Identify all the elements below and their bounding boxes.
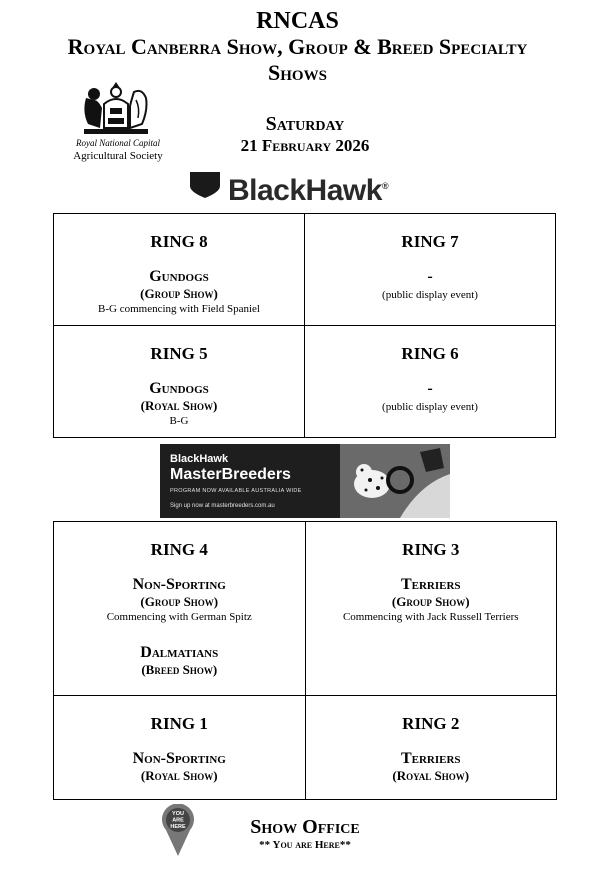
ring-2-show: (Royal Show) xyxy=(392,768,470,783)
event-title-line2: Shows xyxy=(268,60,327,85)
ring-3-cell: RING 3 Terriers (Group Show) Commencing … xyxy=(304,521,557,696)
event-full-date: 21 February 2026 xyxy=(240,136,370,155)
event-date: Saturday 21 February 2026 xyxy=(200,113,410,157)
ring-4-breed-show: (Breed Show) xyxy=(141,662,218,677)
logo-text-line2: Agricultural Society xyxy=(73,150,163,162)
blackhawk-shield-icon xyxy=(190,172,220,198)
rncas-logo: Royal National Capital Agricultural Soci… xyxy=(58,78,178,170)
ring-2-label: RING 2 xyxy=(402,714,460,733)
ring-4-show: (Group Show) xyxy=(140,594,219,609)
ring-5-note: B-G xyxy=(169,415,189,427)
ring-1-label: RING 1 xyxy=(150,714,208,733)
ring-3-note: Commencing with Jack Russell Terriers xyxy=(342,611,519,623)
ring-1-cell: RING 1 Non-Sporting (Royal Show) xyxy=(53,695,306,800)
ring-8-group: Gundogs xyxy=(149,268,209,285)
event-title-line1: Royal Canberra Show, Group & Breed Speci… xyxy=(67,34,528,59)
ring-5-cell: RING 5 Gundogs (Royal Show) B-G xyxy=(53,325,305,438)
masterbreeders-banner: BlackHawk MasterBreeders PROGRAM NOW AVA… xyxy=(160,444,450,518)
ring-6-note: (public display event) xyxy=(382,401,478,413)
ring-5-group: Gundogs xyxy=(149,380,209,397)
brand-name: BlackHawk xyxy=(228,174,382,207)
ring-1-show: (Royal Show) xyxy=(140,768,218,783)
banner-title: MasterBreeders xyxy=(170,466,291,483)
show-office-note: ** You are Here** xyxy=(259,839,351,851)
ring-7-dash: - xyxy=(427,268,433,285)
event-day: Saturday xyxy=(265,113,345,135)
ring-8-note: B-G commencing with Field Spaniel xyxy=(98,303,260,315)
ring-5-label: RING 5 xyxy=(150,344,208,363)
ring-7-note: (public display event) xyxy=(382,289,478,301)
ring-7-cell: RING 7 - (public display event) xyxy=(304,213,556,326)
ring-5-show: (Royal Show) xyxy=(140,398,218,413)
logo-text-line1: Royal National Capital xyxy=(75,138,160,148)
ring-6-label: RING 6 xyxy=(401,344,459,363)
banner-brand: BlackHawk xyxy=(170,453,229,465)
show-office-title: Show Office xyxy=(250,816,360,838)
ring-8-label: RING 8 xyxy=(150,232,208,251)
pin-text-here: HERE xyxy=(170,824,186,830)
rings-grid-bottom: RING 4 Non-Sporting (Group Show) Commenc… xyxy=(53,521,557,800)
ring-1-group: Non-Sporting xyxy=(132,750,226,767)
ring-4-group: Non-Sporting xyxy=(132,576,226,593)
ring-8-cell: RING 8 Gundogs (Group Show) B-G commenci… xyxy=(53,213,305,326)
pin-text-are: ARE xyxy=(172,818,184,824)
ring-4-cell: RING 4 Non-Sporting (Group Show) Commenc… xyxy=(53,521,306,696)
show-office: Show Office ** You are Here** xyxy=(200,816,410,852)
ring-4-label: RING 4 xyxy=(150,540,208,559)
banner-program-line: PROGRAM NOW AVAILABLE AUSTRALIA WIDE xyxy=(170,488,302,494)
rncas-crest-icon xyxy=(84,82,148,134)
ring-7-label: RING 7 xyxy=(401,232,459,251)
dog-photo-icon xyxy=(340,444,450,518)
banner-text-panel xyxy=(160,444,350,518)
ring-3-label: RING 3 xyxy=(402,540,460,559)
page-header: RNCAS Royal Canberra Show, Group & Breed… xyxy=(0,8,595,86)
ring-3-group: Terriers xyxy=(400,576,461,593)
banner-signup-line: Sign up now at masterbreeders.com.au xyxy=(170,503,275,509)
ring-3-show: (Group Show) xyxy=(391,594,470,609)
ring-2-cell: RING 2 Terriers (Royal Show) xyxy=(304,695,557,800)
org-title: RNCAS xyxy=(256,8,339,34)
location-pin-icon: YOU ARE HERE xyxy=(162,804,194,856)
rings-grid-top: RING 8 Gundogs (Group Show) B-G commenci… xyxy=(53,213,556,438)
ring-6-dash: - xyxy=(427,380,433,397)
ring-2-group: Terriers xyxy=(400,750,461,767)
blackhawk-wordmark: BlackHawk® xyxy=(228,168,389,209)
pin-text-you: YOU xyxy=(172,811,184,817)
ring-4-breed: Dalmatians xyxy=(140,644,219,661)
blackhawk-logo: BlackHawk® xyxy=(190,168,420,207)
brand-mark: ® xyxy=(381,181,389,191)
ring-8-show: (Group Show) xyxy=(140,286,218,301)
ring-4-note: Commencing with German Spitz xyxy=(106,611,252,623)
ring-6-cell: RING 6 - (public display event) xyxy=(304,325,556,438)
